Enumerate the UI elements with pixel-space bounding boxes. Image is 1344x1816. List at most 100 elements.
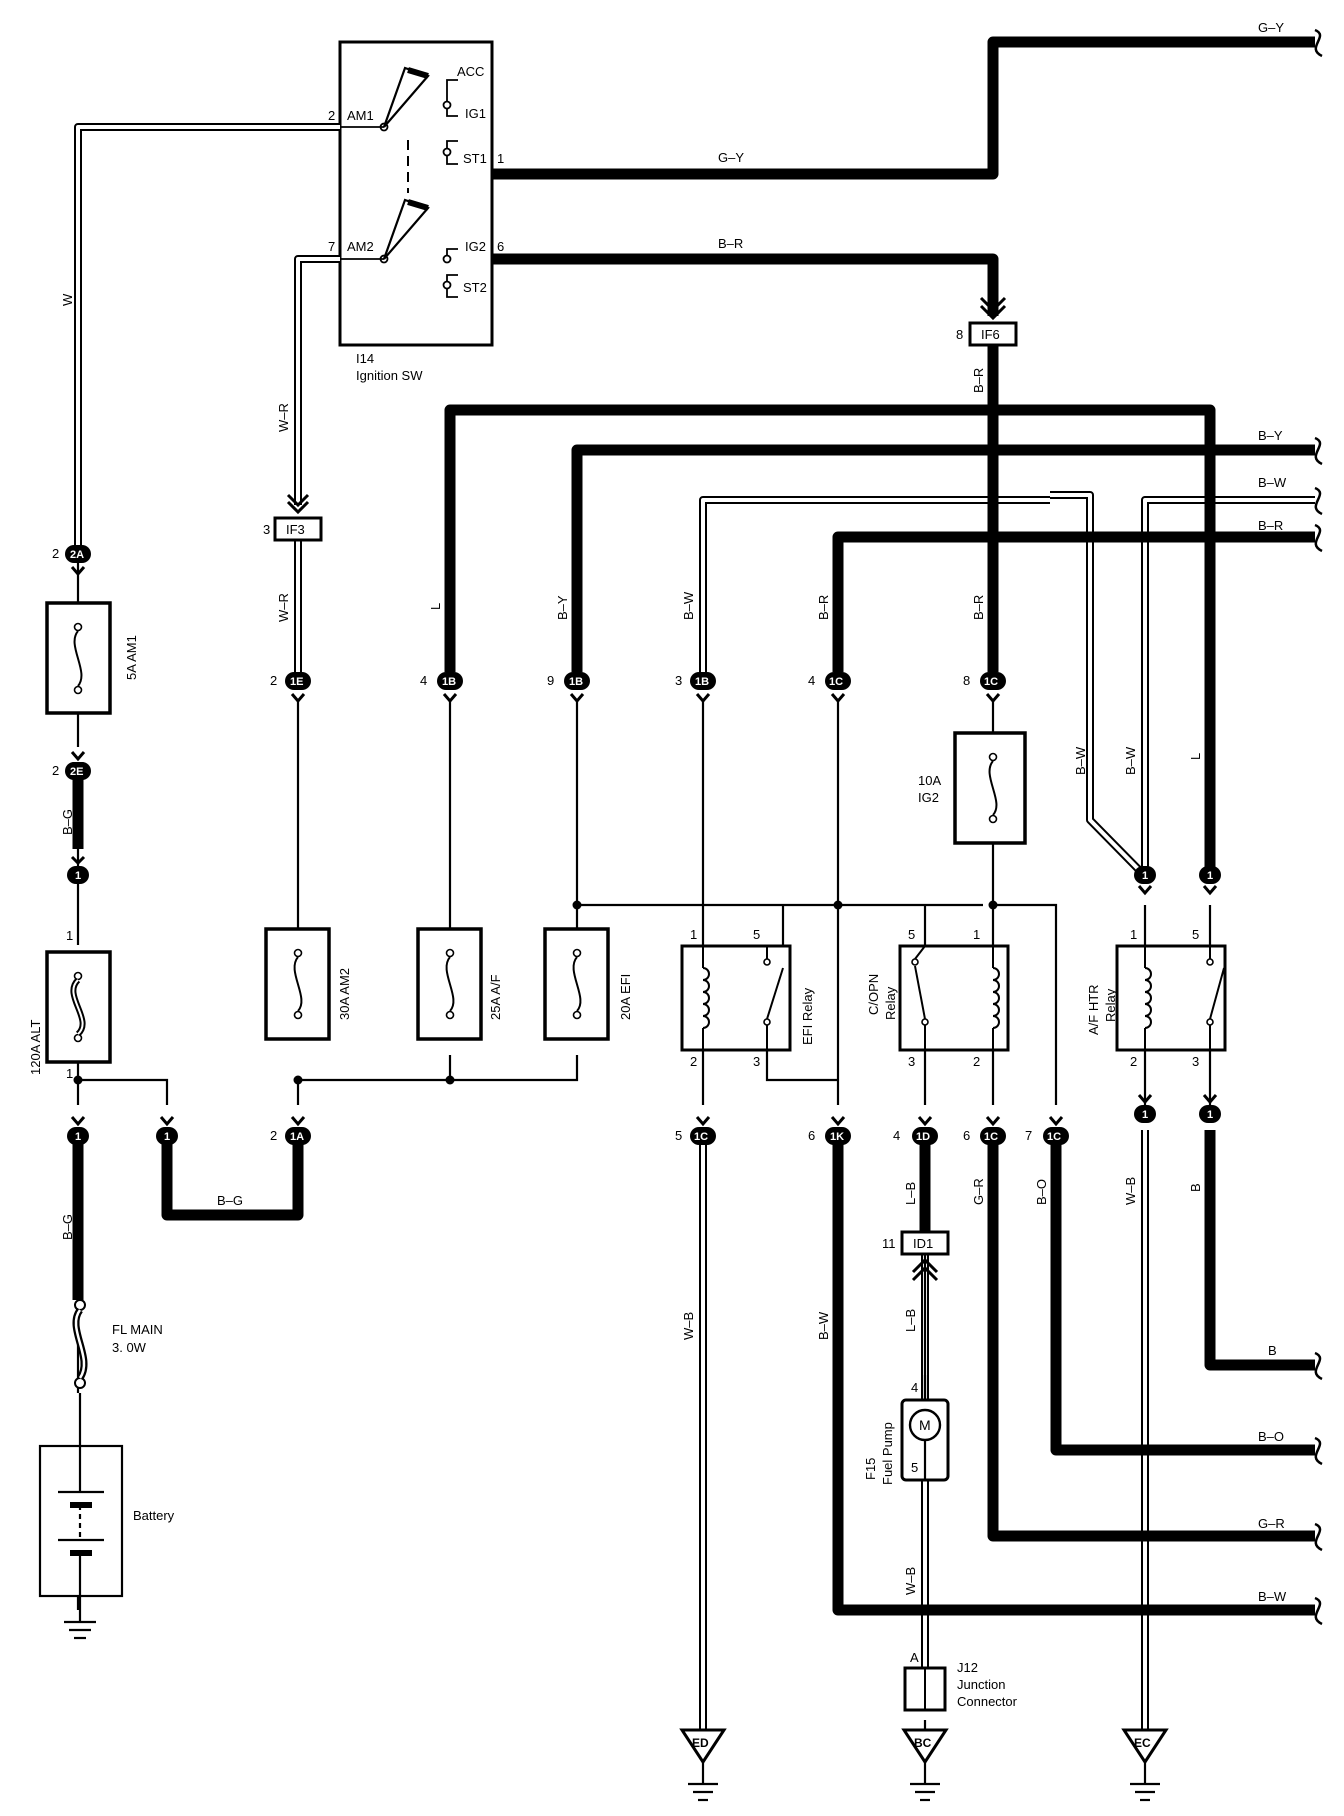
junction-name: Junction	[957, 1677, 1005, 1692]
connector-1c-5: 1C 5	[675, 1116, 716, 1145]
thick-wires	[72, 36, 1315, 1616]
battery: Battery	[38, 1393, 175, 1640]
connector-2e: 2E 2	[52, 751, 91, 780]
wire-label-b-g-upper: B–G	[60, 809, 75, 835]
connector-1d: 1D 4	[893, 1116, 938, 1145]
connector-2e-code: 2E	[70, 766, 83, 778]
fuse-af: 25A A/F	[416, 927, 503, 1041]
battery-label: Battery	[133, 1508, 175, 1523]
terminal-st1: ST1	[463, 151, 487, 166]
relay-efi: 1 5 2 3 EFI Relay	[680, 927, 815, 1069]
connector-1c-6-pin: 6	[963, 1128, 970, 1143]
connector-1b-4-code: 1B	[442, 676, 456, 688]
wire-label-l-b-bottom: L–B	[903, 1309, 918, 1332]
wire-label-b-w-afhtr1: B–W	[1073, 746, 1088, 775]
terminal-ig2: IG2	[465, 239, 486, 254]
wire-label-b-r: B–R	[718, 236, 743, 251]
fuse-ig2-amp: 10A	[918, 773, 941, 788]
wire-label-b-r-1c8: B–R	[971, 595, 986, 620]
connector-1c-7-pin: 7	[1025, 1128, 1032, 1143]
fuse-am2-label: 30A AM2	[337, 968, 352, 1020]
connector-1b-4-pin: 4	[420, 673, 427, 688]
connector-2a-pin: 2	[52, 546, 59, 561]
edge-label-b-y: B–Y	[1258, 428, 1283, 443]
connector-1-b-g-code: 1	[164, 1131, 170, 1143]
wire-label-w-b-ec: W–B	[1123, 1177, 1138, 1205]
relay-af-htr: 1 5 2 3 A/F HTR Relay	[1086, 927, 1227, 1069]
connector-afhtr-out-left-code: 1	[1142, 1109, 1148, 1121]
ground-ed-label: ED	[692, 1736, 709, 1750]
connector-2a-code: 2A	[70, 549, 84, 561]
connector-2e-pin: 2	[52, 763, 59, 778]
connector-1c-7: 1C 7	[1025, 1116, 1069, 1145]
connector-1c-4: 1C 4	[808, 672, 851, 704]
connector-afhtr-1-left: 1	[1134, 866, 1156, 896]
copn-relay-pin1: 1	[973, 927, 980, 942]
fusible-link-fl-main: FL MAIN 3. 0W	[72, 1299, 163, 1389]
copn-relay-pin5: 5	[908, 927, 915, 942]
wire-label-b-g-bridge: B–G	[217, 1193, 243, 1208]
connector-1-b-g: 1	[156, 1116, 178, 1145]
efi-relay-pin5: 5	[753, 927, 760, 942]
terminal-am1: AM1	[347, 108, 374, 123]
connector-2a: 2A 2	[52, 545, 91, 577]
terminal-am2: AM2	[347, 239, 374, 254]
wire-label-b-r-if6: B–R	[971, 368, 986, 393]
connector-1e: 1E 2	[270, 672, 311, 704]
connector-afhtr-out-right-code: 1	[1207, 1109, 1213, 1121]
terminal-ig1: IG1	[465, 106, 486, 121]
fuse-alt-label: 120A ALT	[28, 1020, 43, 1075]
connector-afhtr-1-left-code: 1	[1142, 870, 1148, 882]
connector-1c-8-pin: 8	[963, 673, 970, 688]
ignition-switch-name: Ignition SW	[356, 368, 423, 383]
fuse-am1-label: 5A AM1	[124, 635, 139, 680]
fuse-ig2-name: IG2	[918, 790, 939, 805]
afhtr-relay-pin2: 2	[1130, 1054, 1137, 1069]
wire-label-l: L	[428, 603, 443, 610]
wire-label-w-b-pump: W–B	[903, 1567, 918, 1595]
connector-afhtr-out-left: 1	[1134, 1094, 1156, 1123]
connector-1k: 1K 6	[808, 1116, 851, 1145]
fuel-pump-pin5: 5	[911, 1460, 918, 1475]
fuse-alt: 120A ALT	[28, 950, 112, 1075]
afhtr-relay-label2: Relay	[1103, 988, 1118, 1022]
connector-alt-top-code: 1	[75, 870, 81, 882]
connector-1b-9-code: 1B	[569, 676, 583, 688]
connector-1c-5-code: 1C	[694, 1131, 708, 1143]
connector-if3-pin: 3	[263, 522, 270, 537]
wire-label-b-w-1k: B–W	[816, 1311, 831, 1340]
afhtr-relay-label: A/F HTR	[1086, 984, 1101, 1035]
connector-1c-8-code: 1C	[984, 676, 998, 688]
fuse-efi: 20A EFI	[543, 927, 633, 1041]
pin-ig2: 6	[497, 239, 504, 254]
junction-name2: Connector	[957, 1694, 1018, 1709]
edge-label-b-w-bottom: B–W	[1258, 1589, 1287, 1604]
connector-1b-9-pin: 9	[547, 673, 554, 688]
connector-1e-code: 1E	[290, 676, 303, 688]
afhtr-relay-pin5: 5	[1192, 927, 1199, 942]
ground-bc-label: BC	[914, 1736, 932, 1750]
connector-id1: ID1 11	[882, 1230, 950, 1282]
wire-label-l-b-top: L–B	[903, 1182, 918, 1205]
connector-1c-8: 1C 8	[963, 672, 1006, 704]
copn-relay-label2: Relay	[883, 986, 898, 1020]
efi-relay-pin1: 1	[690, 927, 697, 942]
connector-if6-code: IF6	[981, 327, 1000, 342]
pin-st1: 1	[497, 151, 504, 166]
fl-main-size: 3. 0W	[112, 1340, 147, 1355]
ground-ec: EC	[1121, 1728, 1169, 1802]
wire-label-b: B	[1188, 1183, 1203, 1192]
connector-afhtr-1-right: 1	[1199, 866, 1221, 896]
connector-1b-4: 1B 4	[420, 672, 463, 704]
wire-label-b-y: B–Y	[555, 595, 570, 620]
wire-label-g-r: G–R	[971, 1178, 986, 1205]
connector-1b-9: 1B 9	[547, 672, 590, 704]
fuel-pump-pin4: 4	[911, 1380, 918, 1395]
copn-relay-pin3: 3	[908, 1054, 915, 1069]
fuel-pump-id: F15	[863, 1458, 878, 1480]
connector-1k-code: 1K	[830, 1131, 844, 1143]
pin-am1: 2	[328, 108, 335, 123]
connector-1c-5-pin: 5	[675, 1128, 682, 1143]
connector-alt-bottom-code: 1	[75, 1131, 81, 1143]
